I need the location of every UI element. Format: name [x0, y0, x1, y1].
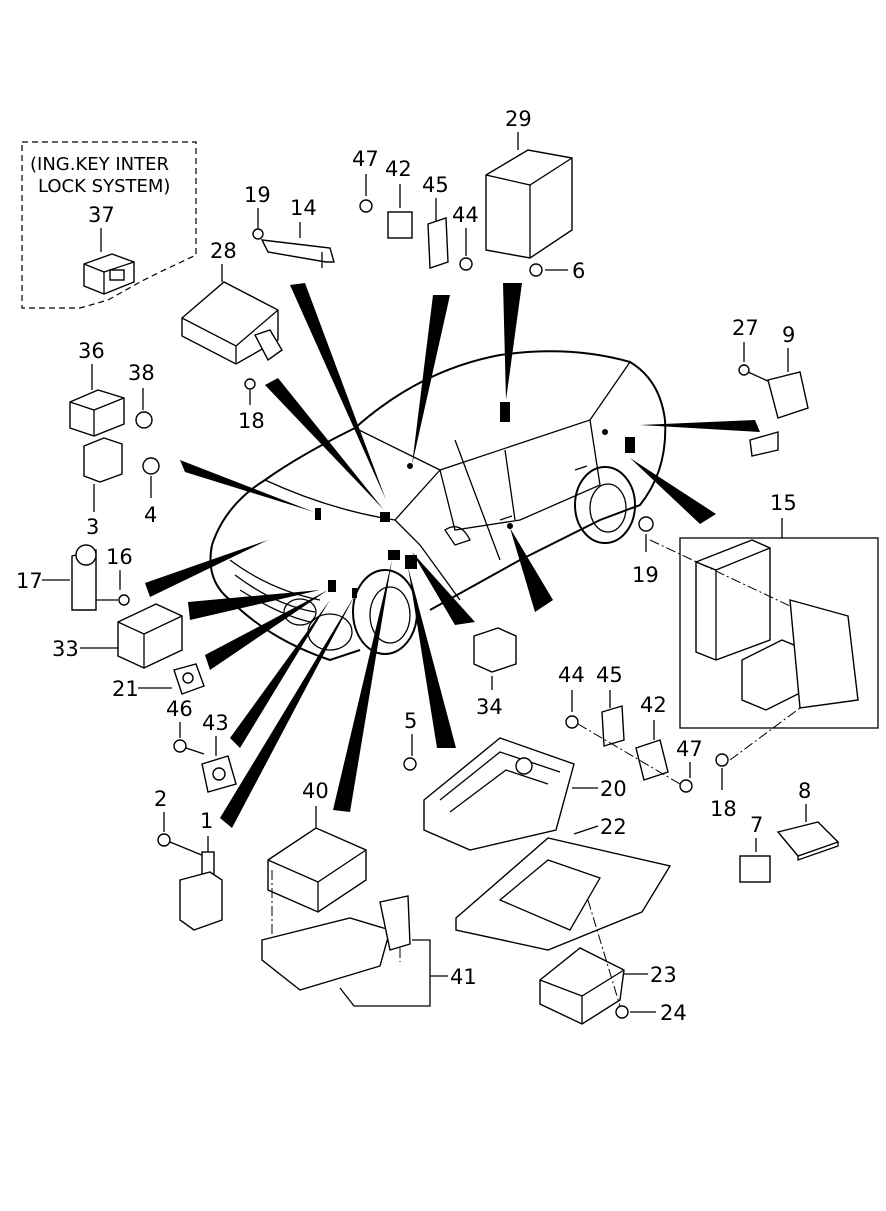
callout-21: 21 [112, 677, 139, 701]
callout-45-top: 45 [422, 173, 449, 197]
callout-19-top: 19 [244, 183, 271, 207]
callout-22: 22 [600, 815, 627, 839]
callout-1: 1 [200, 809, 213, 833]
top-bracket-group: 47 42 45 44 [352, 147, 479, 271]
part-33-module: 33 [52, 603, 183, 669]
callout-44-top: 44 [452, 203, 479, 227]
part-8-pad: 8 [776, 779, 840, 861]
callout-18-right: 18 [710, 797, 737, 821]
callout-44-mid: 44 [558, 663, 585, 687]
callout-45-mid: 45 [596, 663, 623, 687]
callout-9: 9 [782, 323, 795, 347]
part-1-relay: 2 1 [154, 787, 223, 931]
callout-18-top: 18 [238, 409, 265, 433]
callout-43: 43 [202, 711, 229, 735]
part-29-control-unit: 29 6 [485, 107, 585, 283]
callout-16: 16 [106, 545, 133, 569]
callout-27: 27 [732, 316, 759, 340]
callout-33: 33 [52, 637, 79, 661]
part-17-bracket: 17 16 [16, 544, 133, 611]
part-28-module: 28 18 [181, 239, 283, 433]
part-34-relay: 34 [473, 627, 517, 719]
location-pointers [145, 283, 760, 828]
callout-4: 4 [144, 503, 157, 527]
right-bracket-group: 44 45 42 47 [558, 663, 703, 793]
callout-2: 2 [154, 787, 167, 811]
part-7-pad: 7 [739, 813, 771, 883]
callout-34: 34 [476, 695, 503, 719]
callout-6: 6 [572, 259, 585, 283]
callout-3: 3 [86, 515, 99, 539]
callout-29: 29 [505, 107, 532, 131]
callout-28: 28 [210, 239, 237, 263]
part-23-module: 23 24 [539, 899, 687, 1025]
callout-24: 24 [660, 1001, 687, 1025]
callout-8: 8 [798, 779, 811, 803]
callout-7: 7 [750, 813, 763, 837]
callout-5: 5 [404, 709, 417, 733]
callout-23: 23 [650, 963, 677, 987]
interlock-system-group: (ING.KEY INTER LOCK SYSTEM) 37 [21, 141, 197, 309]
part-14-bracket: 14 19 [244, 183, 335, 268]
part-21-clip: 21 [112, 663, 205, 701]
callout-47-top: 47 [352, 147, 379, 171]
callout-37: 37 [88, 203, 115, 227]
callout-46: 46 [166, 697, 193, 721]
callout-20: 20 [600, 777, 627, 801]
part-20-bracket-assembly: 20 [423, 737, 627, 851]
part-5-bolt: 5 [403, 709, 417, 771]
callout-42-mid: 42 [640, 693, 667, 717]
part-18-bolt-right: 18 [710, 753, 737, 821]
callout-36: 36 [78, 339, 105, 363]
callout-42-top: 42 [385, 157, 412, 181]
left-module-group: 36 38 3 4 [69, 339, 160, 539]
note-line-1: (ING.KEY INTER [30, 154, 169, 175]
part-15-assembly-box: 15 19 [632, 491, 879, 761]
note-line-2: LOCK SYSTEM) [38, 176, 170, 197]
part-40-airbag-module: 40 [267, 779, 401, 962]
callout-14: 14 [290, 196, 317, 220]
part-41-bracket: 41 [261, 895, 477, 1007]
callout-41: 41 [450, 965, 477, 989]
part-22-tray: 22 [455, 815, 672, 951]
callout-47-mid: 47 [676, 737, 703, 761]
part-9-sensor: 27 9 [732, 316, 809, 457]
callout-38: 38 [128, 361, 155, 385]
callout-40: 40 [302, 779, 329, 803]
callout-17: 17 [16, 569, 43, 593]
callout-15: 15 [770, 491, 797, 515]
callout-19-mid: 19 [632, 563, 659, 587]
part-43-sensor: 46 43 [166, 697, 237, 793]
part-37-interlock-module [83, 253, 135, 295]
